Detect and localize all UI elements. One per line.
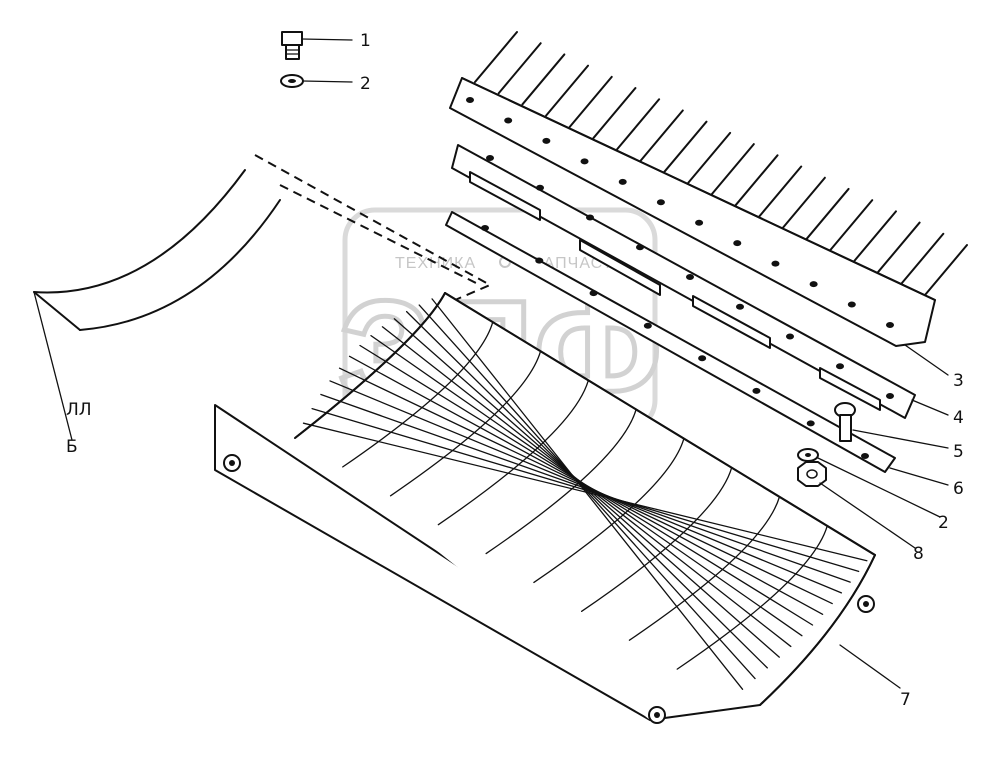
nut-part-8 [797, 461, 827, 487]
strip-part-4 [451, 144, 916, 419]
callout-6-plate: 6 [953, 479, 964, 499]
bolt-part-1 [281, 31, 303, 60]
callout-3-tooth-bar: 3 [953, 371, 964, 391]
tooth [521, 53, 566, 106]
bolt-hole [466, 97, 474, 103]
bolt-hole [504, 117, 513, 124]
plate-part-6 [445, 211, 896, 473]
callout-7-concave: 7 [900, 690, 911, 710]
bolt-hole [733, 240, 742, 247]
grate-rib [581, 467, 733, 612]
bolt-hole [836, 363, 844, 370]
grate-rib [437, 379, 589, 526]
bolt-hole [886, 322, 894, 328]
tooth [687, 131, 732, 184]
bolt-hole [586, 214, 594, 221]
bolt-hole [786, 333, 794, 340]
tooth [497, 42, 542, 95]
grate-rib [628, 496, 781, 641]
washer-part-2-bottom [797, 448, 819, 462]
bolt-hole [486, 155, 494, 161]
bolt-hole [806, 420, 815, 427]
side-plate-arc [33, 169, 281, 441]
tooth [852, 210, 897, 263]
bolt-hole [886, 393, 894, 399]
grate-bar [393, 318, 780, 658]
tooth [616, 98, 661, 151]
washer-part-2-top [280, 74, 304, 88]
side-label-lower: Б [66, 437, 78, 457]
tooth [829, 199, 874, 252]
bolt-hole [736, 303, 744, 310]
bolt-hole [643, 322, 652, 329]
bolt-hole [847, 301, 856, 308]
grate-rib [533, 437, 685, 584]
bolt-hole [809, 281, 818, 288]
bolt-hole [542, 137, 551, 144]
bolt-hole [752, 387, 761, 394]
callout-2-washer-top: 2 [360, 74, 371, 94]
bolt-hole [695, 219, 704, 226]
tooth [568, 75, 613, 128]
bolt-hole [771, 260, 780, 267]
tooth [758, 165, 803, 218]
callout-5-bolt: 5 [953, 442, 964, 462]
bolt-hole [536, 184, 544, 191]
bolt-hole [618, 178, 627, 185]
callout-8-nut: 8 [913, 544, 924, 564]
bolt-hole [656, 199, 665, 206]
concave-grate-part-7 [214, 292, 876, 724]
tooth [710, 143, 755, 196]
bolt-hole [636, 244, 644, 251]
grate-bar [405, 310, 768, 669]
bolt-hole [481, 225, 489, 231]
grate-bar [431, 298, 744, 690]
tooth [474, 31, 518, 83]
tooth [924, 244, 968, 296]
tooth [876, 221, 921, 274]
tooth [663, 120, 708, 173]
grate-bar [418, 304, 756, 680]
side-label-upper: ЛЛ [66, 400, 92, 420]
tooth [734, 154, 779, 207]
callout-4-strip: 4 [953, 408, 964, 428]
tooth [805, 187, 850, 240]
grate-rib [676, 525, 828, 670]
tooth-bar-part-3 [449, 31, 968, 347]
tooth [592, 87, 637, 140]
leader-lines [301, 38, 949, 689]
callout-2-washer-bottom: 2 [938, 513, 949, 533]
callout-1-bolt: 1 [360, 31, 371, 51]
bolt-hole [686, 274, 694, 280]
dashed-assembly-line [254, 154, 493, 301]
grate-rib [389, 350, 542, 497]
bolt-hole [535, 257, 544, 264]
tooth [545, 64, 590, 117]
bolt-hole [589, 290, 598, 297]
grate-rib [342, 321, 494, 468]
grate-bar [381, 326, 792, 648]
tooth [900, 232, 945, 285]
bolt-hole [861, 453, 869, 459]
tooth [781, 176, 826, 229]
bolt-part-5 [834, 402, 856, 442]
bolt-hole [698, 355, 707, 362]
grate-rib [485, 408, 637, 555]
dashed-assembly-line-2 [279, 184, 481, 286]
tooth [639, 109, 684, 162]
bolt-hole [580, 158, 589, 165]
watermark-text-left: ТЕХНИКА [395, 255, 476, 272]
